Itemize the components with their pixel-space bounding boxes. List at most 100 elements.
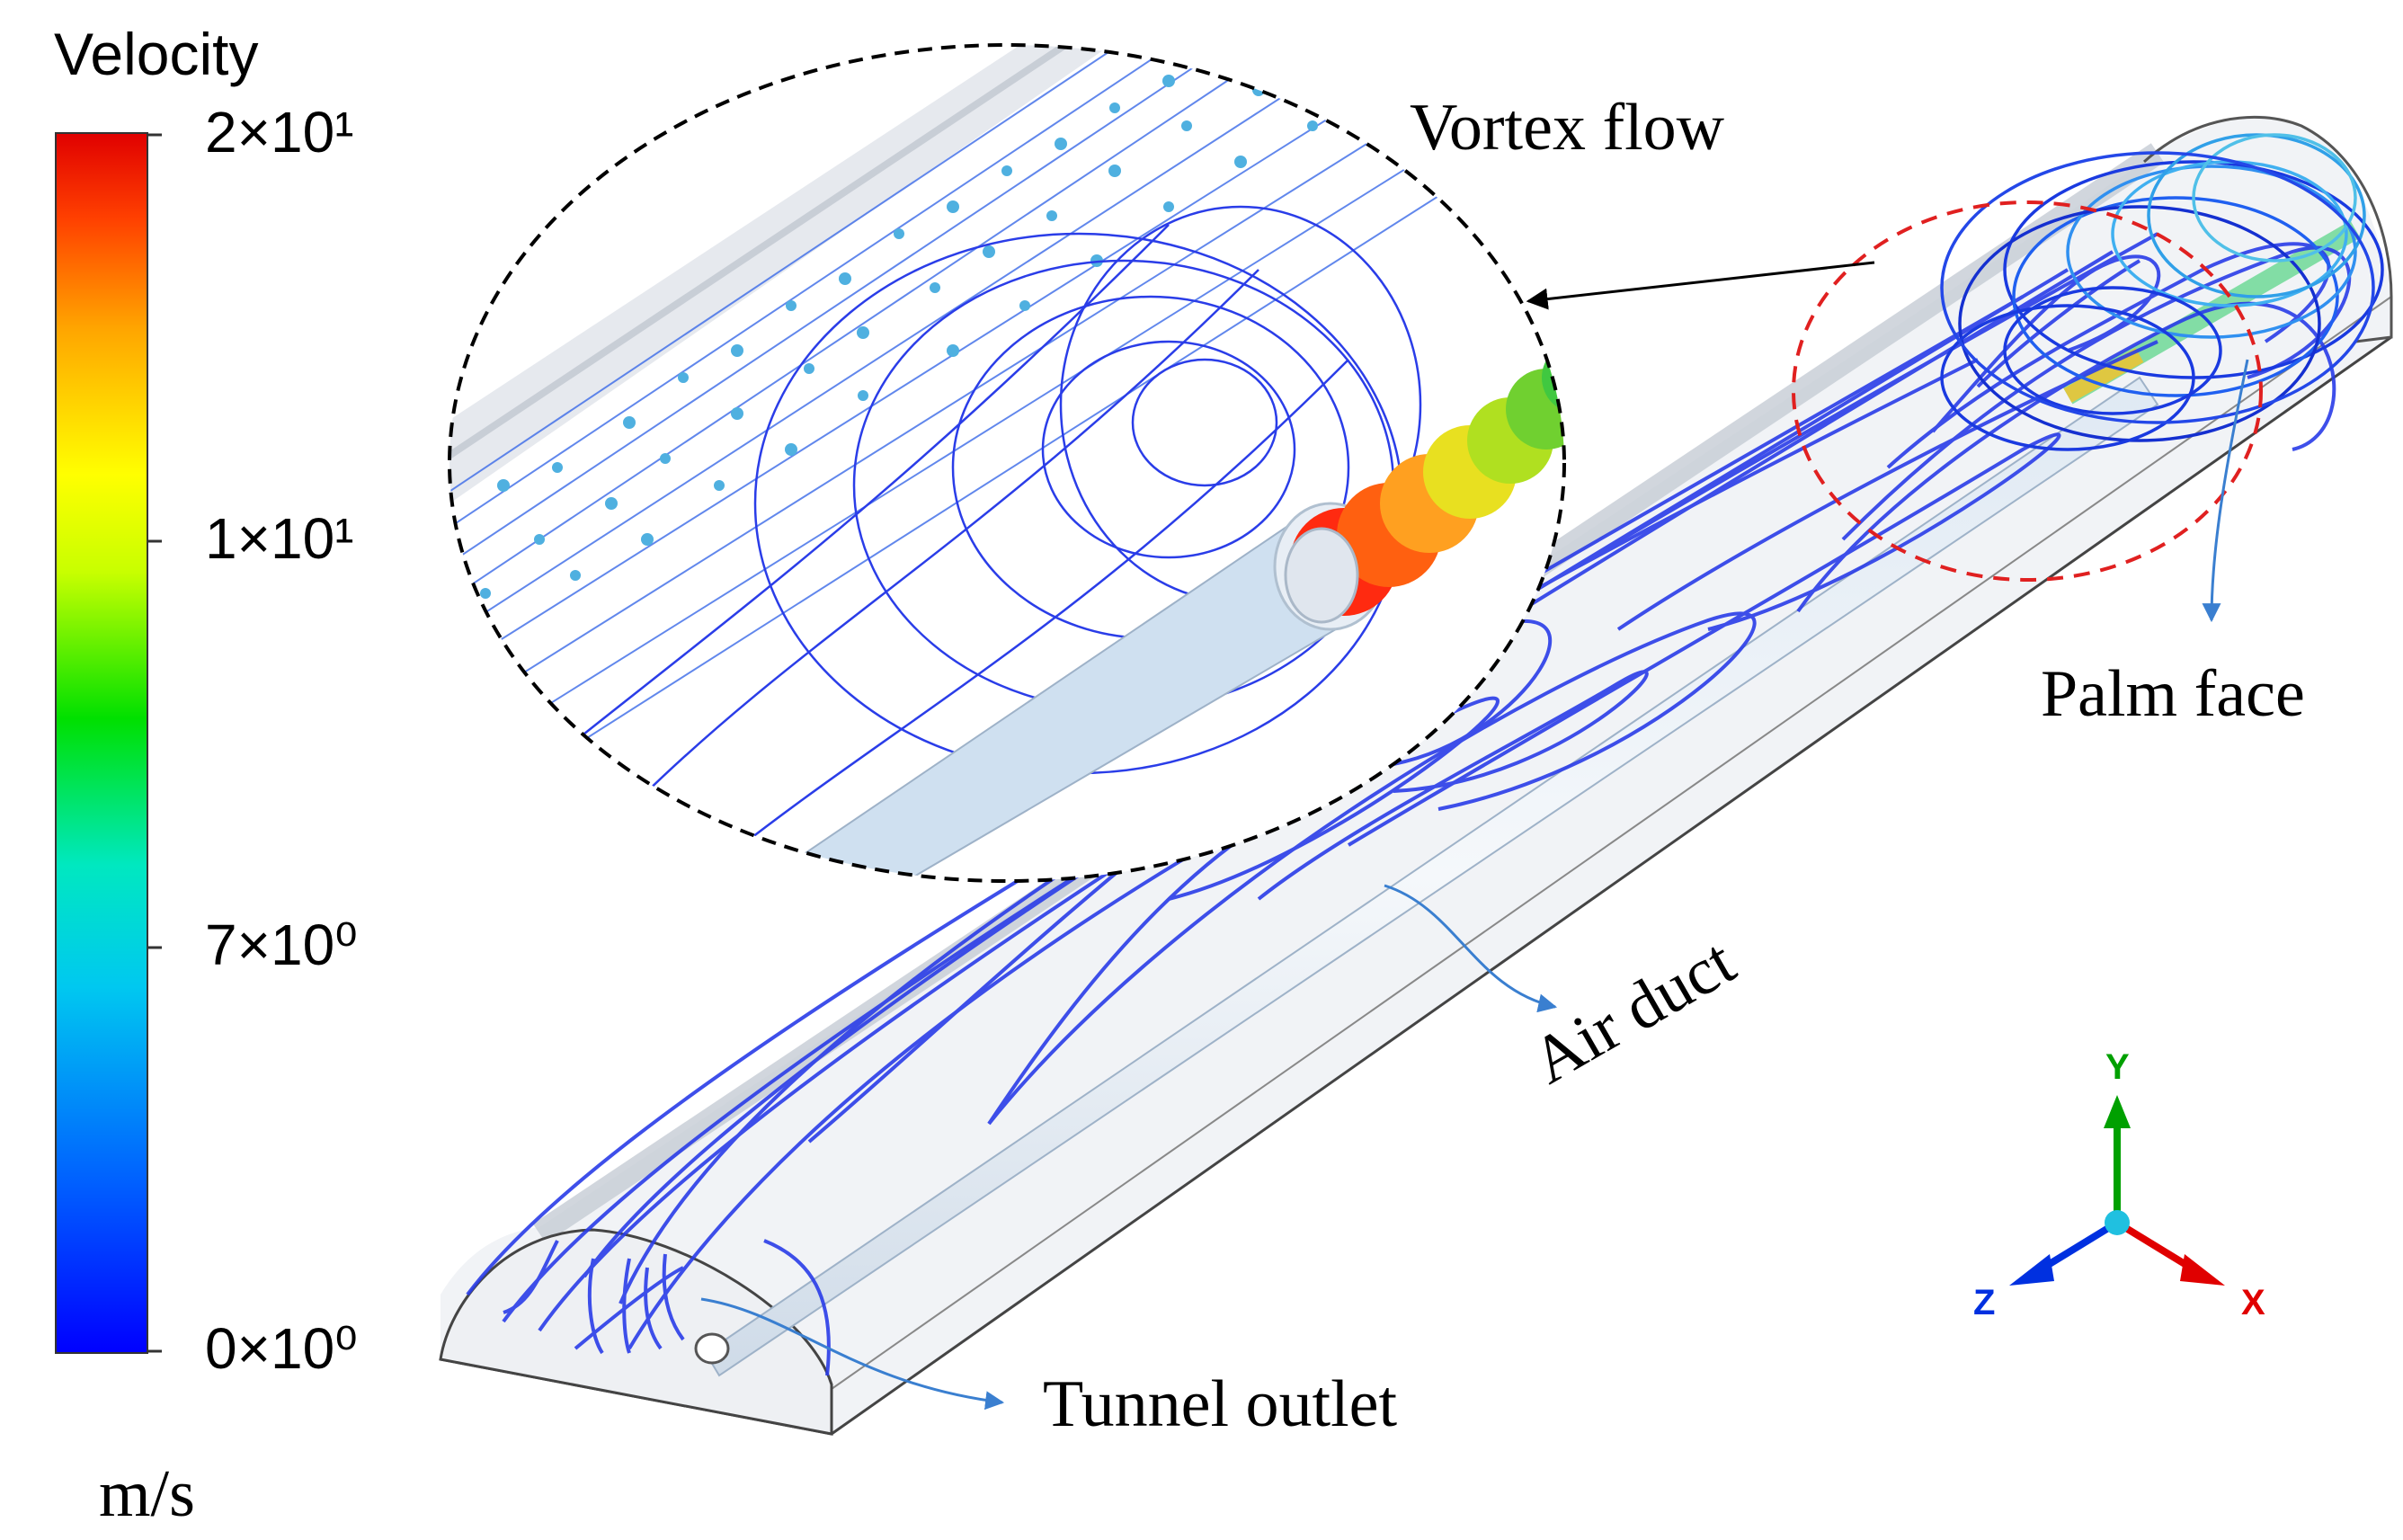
streamline xyxy=(449,98,1439,720)
streamline xyxy=(1976,259,2141,388)
tunnel-outlet-label: Tunnel outlet xyxy=(1043,1367,1398,1441)
streamline xyxy=(449,71,1403,684)
y-axis-arrowhead xyxy=(2104,1095,2131,1128)
particle xyxy=(1001,165,1012,176)
colorbar-gradient xyxy=(55,132,148,1354)
vortex-loop xyxy=(1041,340,1296,559)
particle xyxy=(1360,93,1373,105)
palm-face-end xyxy=(2142,115,2393,343)
tunnel-outlet-arrow xyxy=(700,1297,1005,1411)
x-axis-arrowhead xyxy=(2180,1254,2225,1286)
particle xyxy=(480,588,491,599)
particle xyxy=(1252,84,1265,96)
air-duct-tube xyxy=(704,376,2159,1377)
axis-triad: Y Z X xyxy=(1973,1047,2265,1322)
streamline xyxy=(503,161,1493,792)
particle xyxy=(605,497,618,510)
streamline xyxy=(807,619,1553,1144)
vortex-flow-arrow xyxy=(1526,261,1875,310)
particle xyxy=(570,570,581,581)
particle xyxy=(839,272,851,285)
vortex-loop xyxy=(1940,304,2195,451)
x-axis-label: X xyxy=(2241,1283,2265,1322)
streamline xyxy=(587,1258,604,1355)
tunnel-floor-edge xyxy=(831,335,2392,1436)
particle xyxy=(983,245,995,258)
particle xyxy=(858,390,868,401)
axis-origin xyxy=(2105,1210,2130,1235)
particle xyxy=(786,300,797,311)
particle xyxy=(552,462,563,473)
vortex-loop xyxy=(1958,205,2321,442)
particle xyxy=(1019,300,1030,311)
particle xyxy=(785,443,797,456)
particle xyxy=(678,372,689,383)
streamline xyxy=(644,1267,663,1350)
streamline xyxy=(662,1253,685,1341)
air-duct-opening xyxy=(694,1332,730,1365)
particle xyxy=(947,200,959,213)
jet-particle xyxy=(1506,369,1564,450)
streamline xyxy=(502,268,2069,1323)
vortex-highlight-circle xyxy=(1792,200,2263,582)
particle xyxy=(1055,138,1067,150)
streamline xyxy=(449,45,1188,540)
particle xyxy=(894,228,904,239)
tunnel-floor-edge xyxy=(831,296,2392,1390)
streamline xyxy=(1257,670,1649,901)
vortex-loop xyxy=(2003,286,2222,415)
streamline xyxy=(1616,340,2158,631)
vortex-loop xyxy=(1940,151,2375,424)
y-axis-label: Y xyxy=(2105,1047,2130,1087)
colorbar-tick-label: 0×10⁰ xyxy=(205,1316,358,1381)
vortex-loop xyxy=(1131,358,1278,487)
streamline xyxy=(718,359,1349,864)
streamline xyxy=(449,45,1134,504)
particle xyxy=(947,344,959,357)
streamline xyxy=(503,1240,559,1314)
particle xyxy=(1108,165,1121,177)
particle xyxy=(497,479,510,492)
z-axis-label: Z xyxy=(1973,1283,1995,1322)
streamline xyxy=(622,1258,631,1354)
streamline xyxy=(467,125,1475,756)
air-duct-arrow xyxy=(1384,884,1558,1013)
particle xyxy=(1234,156,1247,168)
inset-wall-edge xyxy=(449,45,1081,489)
colorbar xyxy=(55,132,162,1354)
particle xyxy=(641,533,654,546)
colorbar-tick-label: 7×10⁰ xyxy=(205,912,358,977)
colorbar-tick-label: 1×10¹ xyxy=(205,506,354,571)
vortex-flow-label: Vortex flow xyxy=(1410,91,1725,165)
streamline xyxy=(538,250,2114,1332)
streamline xyxy=(1931,254,2161,433)
vortex-loop xyxy=(2192,133,2357,263)
streamline xyxy=(449,45,1242,576)
zoom-inset xyxy=(448,43,1566,883)
inset-duct-mouth xyxy=(1284,527,1359,624)
vortex-loop xyxy=(2066,165,2357,339)
particle xyxy=(623,416,636,429)
particle xyxy=(534,534,545,545)
palm-vortex-streamlines xyxy=(1940,133,2384,451)
zoom-inset-border xyxy=(448,43,1566,883)
particle xyxy=(1162,75,1175,87)
particle xyxy=(660,453,671,464)
streamline xyxy=(1347,432,2061,847)
streamline xyxy=(628,269,1259,810)
particle xyxy=(731,407,743,420)
streamline xyxy=(449,53,1349,648)
particle xyxy=(1181,120,1192,131)
streamline xyxy=(556,224,1170,756)
duct-jet-core xyxy=(2063,348,2144,403)
inset-wall-streamlines xyxy=(449,45,1493,792)
streamline xyxy=(1796,301,2336,613)
particle xyxy=(1163,201,1174,212)
particle xyxy=(731,344,743,357)
particle xyxy=(930,282,940,293)
vortex-loop xyxy=(2012,196,2339,397)
streamline xyxy=(987,611,1757,1126)
particle xyxy=(857,326,869,339)
particle xyxy=(1307,120,1318,131)
